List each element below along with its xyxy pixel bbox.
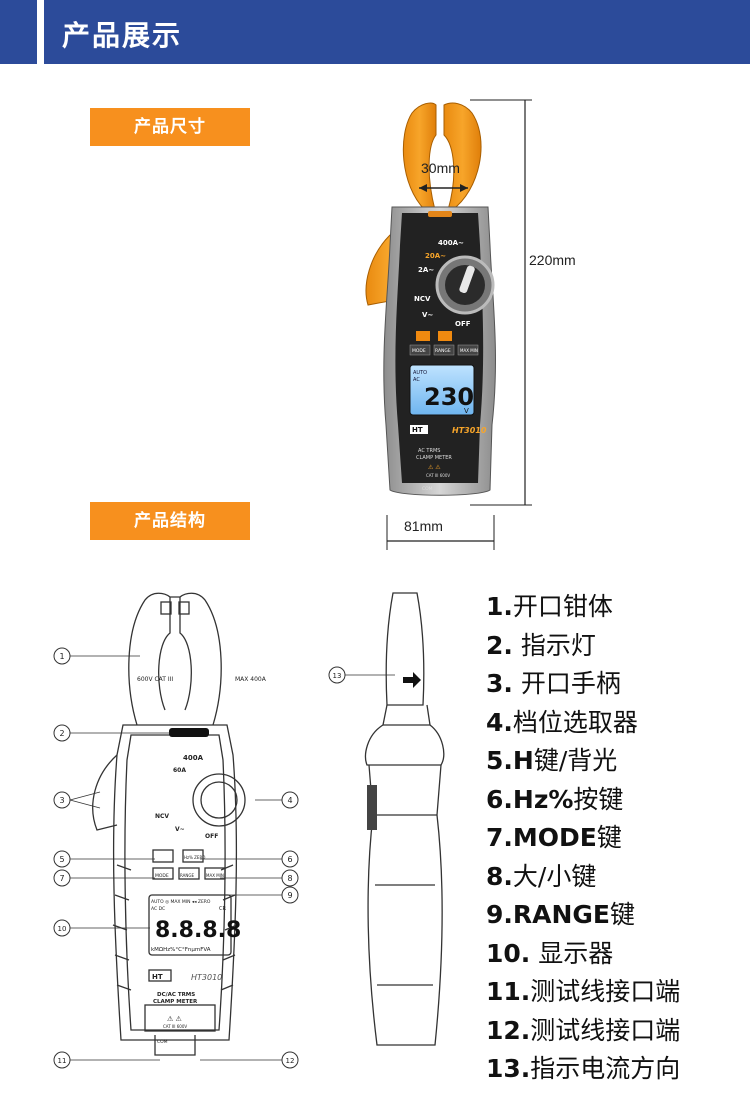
legend-item-10: 10. 显示器 <box>486 938 614 968</box>
drawing-btn-max: MAX MIN <box>206 873 224 878</box>
range-v: V~ <box>422 311 433 319</box>
callout-8: 8 <box>287 874 292 883</box>
range-off: OFF <box>455 320 471 328</box>
page-title: 产品展示 <box>62 19 183 52</box>
callout-1: 1 <box>59 652 64 661</box>
drawing-status-row: AUTO ◎ MAX MIN ◂◂ ZERO <box>151 899 211 905</box>
label-line1: AC TRMS <box>418 448 440 454</box>
structure-section-tag: 产品结构 <box>90 502 250 540</box>
lcd-value: 230 <box>424 383 474 411</box>
header-bar <box>0 0 750 64</box>
drawing-btn-hz: Hz% ZERO <box>184 855 205 860</box>
lcd-unit: V <box>464 407 469 415</box>
legend-item-5: 5.H键/背光 <box>486 746 618 775</box>
legend-item-2: 2. 指示灯 <box>486 630 596 660</box>
callout-4: 4 <box>287 796 292 805</box>
height-dimension: 220mm <box>529 252 576 268</box>
callout-9: 9 <box>287 891 292 900</box>
drawing-com: COM <box>157 1039 168 1045</box>
jaw-right <box>443 102 482 211</box>
dimension-lines <box>386 99 532 550</box>
side-line-drawing <box>364 592 445 1046</box>
drawing-range-v: V~ <box>175 826 185 833</box>
callout-11: 11 <box>58 1057 67 1065</box>
drawing-digits: 8.8.8.8 <box>155 918 241 943</box>
cat-rating: CAT III 600V <box>426 473 450 478</box>
jaw-opening-dimension: 30mm <box>421 160 460 176</box>
range-400a: 400A~ <box>438 239 464 247</box>
lcd-auto: AUTO <box>413 370 427 376</box>
drawing-range-ncv: NCV <box>155 813 169 820</box>
range-ncv: NCV <box>414 295 431 303</box>
drawing-btn-range: RANGE <box>180 873 194 878</box>
callout-2: 2 <box>59 729 64 738</box>
callout-10: 10 <box>58 925 67 933</box>
legend-item-4: 4.档位选取器 <box>486 707 638 737</box>
callout-5: 5 <box>59 855 64 864</box>
model-label: HT3010 <box>452 426 487 435</box>
legend-item-1: 1.开口钳体 <box>486 592 613 621</box>
drawing-cat: CAT III 600V <box>163 1024 187 1029</box>
lcd-screen <box>409 364 475 416</box>
svg-text:⚠ ⚠: ⚠ ⚠ <box>428 464 441 471</box>
range-2a: 2A~ <box>418 266 434 274</box>
jaw-left <box>402 102 437 211</box>
drawing-range-400a: 400A <box>183 754 204 762</box>
legend-item-11: 11.测试线接口端 <box>486 977 681 1006</box>
size-section-tag: 产品尺寸 <box>90 108 250 146</box>
svg-text:⚠ ⚠: ⚠ ⚠ <box>167 1015 183 1023</box>
callout-7: 7 <box>59 874 64 883</box>
label-line2: CLAMP METER <box>416 455 452 461</box>
callout-3: 3 <box>59 796 64 805</box>
legend-item-12: 12.测试线接口端 <box>486 1015 681 1045</box>
range-20a: 20A~ <box>425 252 446 260</box>
callout-12: 12 <box>286 1057 295 1065</box>
btn-mode-label: MODE <box>412 348 426 354</box>
legend-item-9: 9.RANGE键 <box>486 900 636 929</box>
drawing-title1: DC/AC TRMS <box>157 992 195 998</box>
clamp-meter-photo: 400A~ 20A~ 2A~ NCV V~ OFF MODE RANGE MAX… <box>365 102 496 496</box>
drawing-units-row: kMΩHz%°C°FnμmFVA <box>151 947 211 953</box>
drawing-title2: CLAMP METER <box>153 999 198 1005</box>
drawing-range-off: OFF <box>205 833 218 840</box>
width-dimension: 81mm <box>404 518 443 534</box>
btn-range-label: RANGE <box>435 348 451 354</box>
callout-markers: 1 2 3 4 5 6 7 8 9 10 11 12 13 <box>53 647 395 1069</box>
drawing-btn-mode: MODE <box>155 873 169 879</box>
jaw-left-label: 600V CAT III <box>137 676 173 683</box>
parts-legend: 1.开口钳体 2. 指示灯 3. 开口手柄 4.档位选取器 5.H键/背光 6.… <box>486 588 680 1089</box>
front-line-drawing: 600V CAT III MAX 400A 400A 60A NCV V~ OF… <box>92 592 267 1056</box>
drawing-range-60a: 60A <box>173 767 186 774</box>
jaw-right-label: MAX 400A <box>235 676 267 683</box>
callout-6: 6 <box>287 855 292 864</box>
drawing-brand: HT <box>152 973 163 981</box>
callout-13: 13 <box>333 672 342 680</box>
jack-com: COM <box>422 486 433 492</box>
legend-item-13: 13.指示电流方向 <box>486 1054 681 1083</box>
legend-item-3: 3. 开口手柄 <box>486 669 621 698</box>
drawing-cr: CR <box>219 906 226 912</box>
btn-max-label: MAX MIN <box>460 348 478 353</box>
header-accent-stripe <box>37 0 44 64</box>
legend-item-7: 7.MODE键 <box>486 823 622 852</box>
drawing-ac-dc: AC DC <box>151 906 165 912</box>
legend-item-6: 6.Hz%按键 <box>486 784 624 814</box>
legend-item-8: 8.大/小键 <box>486 861 597 891</box>
lcd-ac: AC <box>413 377 420 383</box>
drawing-model: HT3010 <box>191 973 222 982</box>
brand-logo: HT <box>412 426 423 434</box>
